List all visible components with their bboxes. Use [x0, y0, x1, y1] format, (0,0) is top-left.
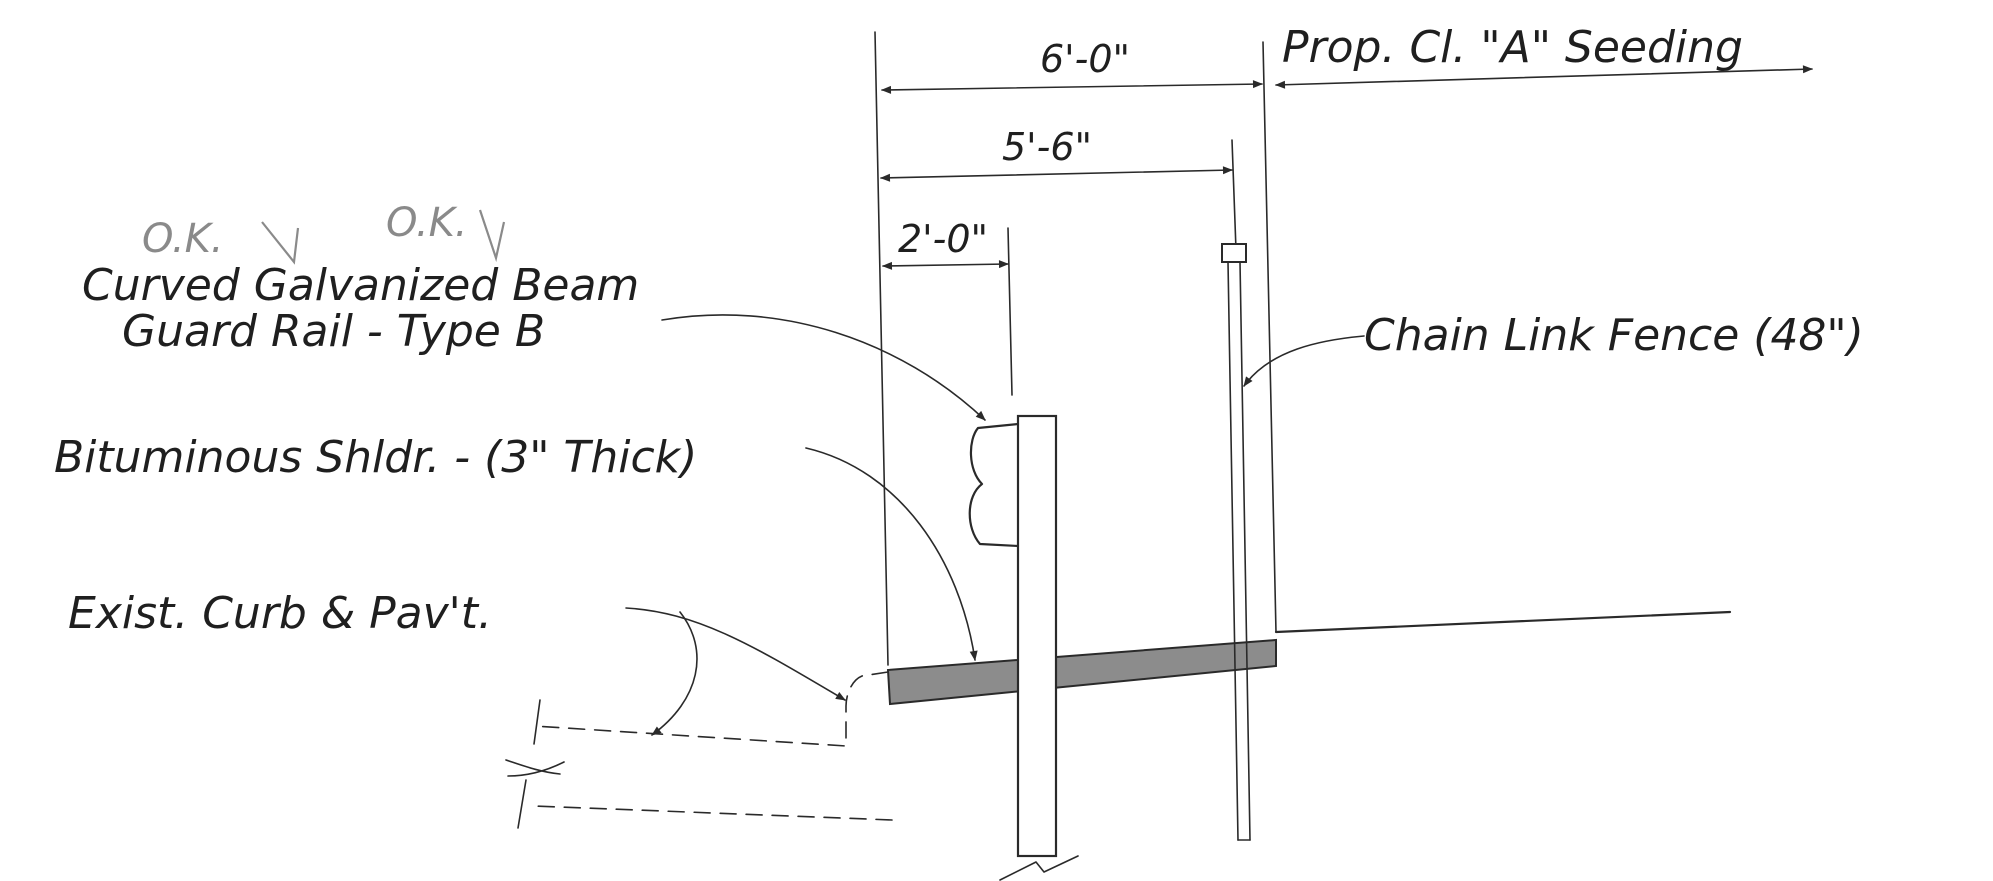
curb-leader-2: [651, 611, 698, 736]
left-reference-line: [874, 31, 889, 666]
guard-rail-post: [1016, 414, 1058, 858]
fence-post-left: [1227, 261, 1239, 841]
curb-label: Exist. Curb & Pav't.: [68, 588, 492, 639]
shoulder-leader: [805, 447, 978, 661]
existing-pavement-bottom: [533, 805, 893, 821]
bituminous-shoulder: [886, 638, 1277, 706]
shoulder-label: Bituminous Shldr. - (3" Thick): [54, 432, 697, 483]
pavement-break-symbol: [505, 759, 565, 777]
handwritten-note-2: O.K.: [386, 200, 468, 246]
fence-leader: [1243, 335, 1365, 387]
fence-post-cap: [1221, 243, 1247, 263]
guard-rail-label-line1: Curved Galvanized Beam: [82, 260, 639, 311]
guard-rail-label-line2: Guard Rail - Type B: [122, 306, 545, 357]
fence-post-right: [1239, 261, 1251, 841]
pavement-end-line-top: [533, 699, 541, 745]
dimension-overall: 6'-0": [1040, 37, 1130, 81]
curved-beam-rail: [968, 422, 1020, 548]
guard-rail-leader: [661, 314, 986, 421]
handwritten-check-2: [478, 209, 506, 263]
pavement-end-line-bottom: [517, 779, 527, 829]
dimension-line-overall: [881, 80, 1263, 94]
post-break-symbol: [999, 855, 1079, 881]
dimension-fence: 5'-6": [1002, 125, 1092, 169]
dimension-rail: 2'-0": [898, 217, 988, 261]
fence-extension-line: [1231, 139, 1237, 251]
handwritten-note-1: O.K.: [142, 216, 224, 262]
existing-curb-profile: [533, 671, 889, 747]
dimension-line-rail: [882, 260, 1009, 270]
seeding-arrow-line: [1275, 65, 1813, 89]
handwritten-check-1: [261, 221, 300, 265]
dimension-line-fence: [880, 166, 1233, 182]
curb-leader-1: [625, 607, 846, 701]
ground-line: [1274, 610, 1732, 634]
right-reference-line: [1262, 41, 1277, 633]
fence-label: Chain Link Fence (48"): [1364, 310, 1864, 361]
seeding-label: Prop. Cl. "A" Seeding: [1282, 22, 1743, 73]
rail-extension-line: [1007, 227, 1013, 396]
